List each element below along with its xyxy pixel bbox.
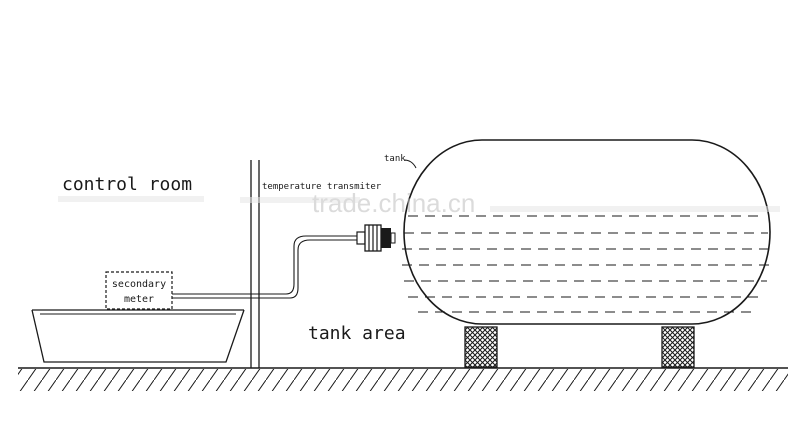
tank-support-left xyxy=(464,326,498,368)
storage-tank xyxy=(402,139,771,325)
control-room-table xyxy=(31,309,245,363)
watermark-text: trade.china.cn xyxy=(312,188,475,218)
watermark: trade.china.cn xyxy=(58,188,780,218)
control-room-label: control room xyxy=(62,174,192,195)
temperature-transmitter-label: temperature transmiter xyxy=(262,182,382,192)
tank-label: tank xyxy=(384,154,406,164)
secondary-meter-label-line1: secondary xyxy=(112,279,166,290)
tank-supports xyxy=(464,326,695,368)
secondary-meter: secondary meter xyxy=(105,271,173,310)
tank-support-right xyxy=(661,326,695,368)
liquid-level-lines xyxy=(402,215,769,313)
secondary-meter-label-line2: meter xyxy=(124,294,154,305)
signal-cable xyxy=(172,235,358,299)
ground xyxy=(18,367,788,391)
tank-label-leader xyxy=(403,159,417,169)
tank-area-label: tank area xyxy=(308,323,406,344)
temperature-transmitter xyxy=(356,224,396,252)
dividing-wall xyxy=(250,160,260,368)
